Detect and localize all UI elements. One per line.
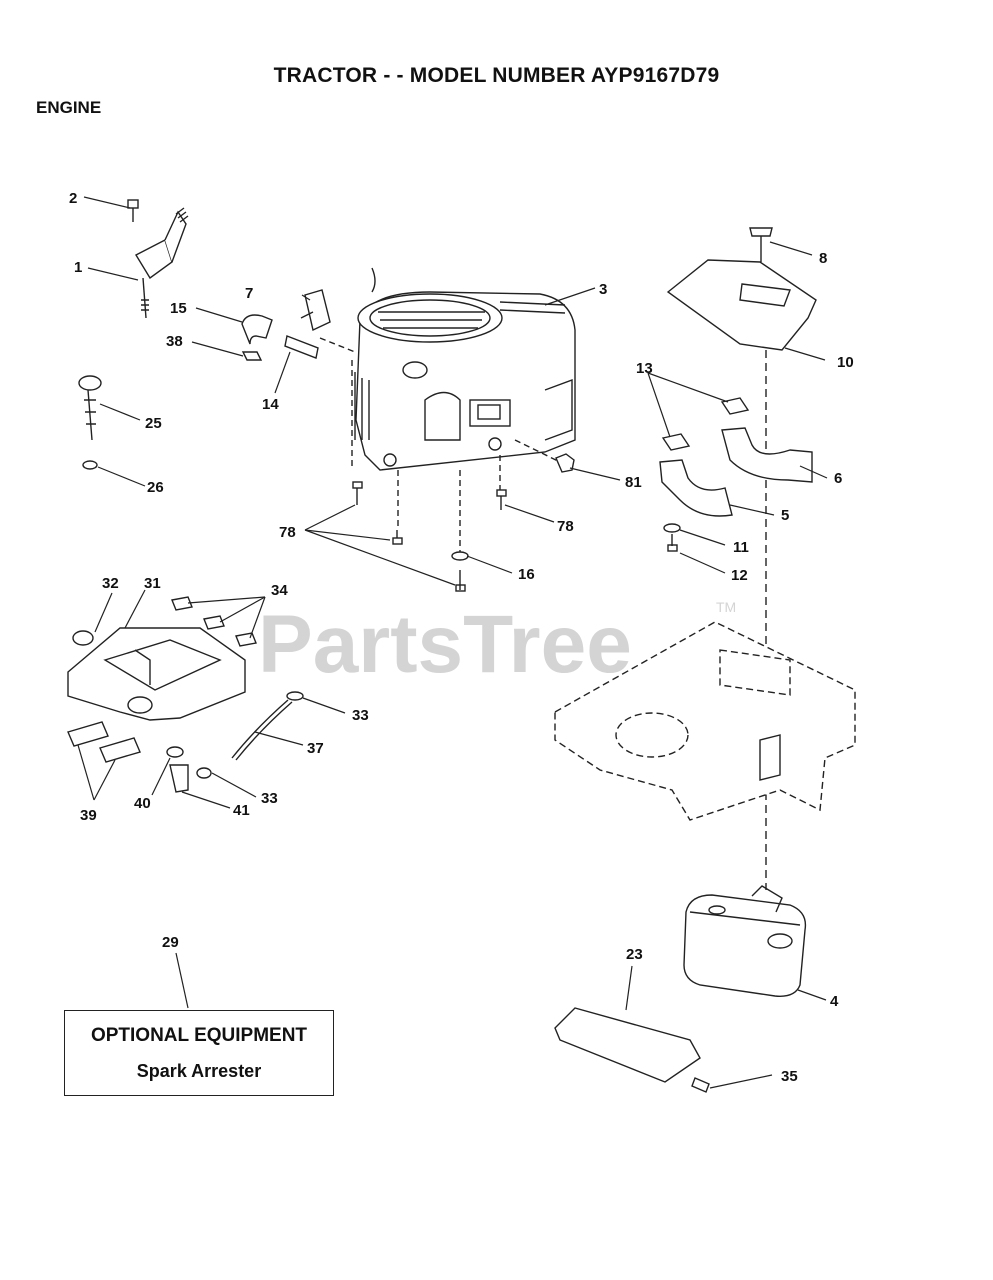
callout-5: 5 (781, 507, 789, 524)
callout-81: 81 (625, 474, 642, 491)
dipstick (78, 375, 102, 470)
callout-78-left: 78 (279, 524, 296, 541)
watermark-tm: TM (716, 599, 736, 615)
callout-16: 16 (518, 566, 535, 583)
callout-41: 41 (233, 802, 250, 819)
callout-13: 13 (636, 360, 653, 377)
callout-40: 40 (134, 795, 151, 812)
callout-39: 39 (80, 807, 97, 824)
callout-7: 7 (245, 285, 253, 302)
fuel-fittings (241, 289, 356, 361)
callout-31: 31 (144, 575, 161, 592)
callout-14: 14 (262, 396, 279, 413)
callout-15: 15 (170, 300, 187, 317)
callout-35: 35 (781, 1068, 798, 1085)
callout-11: 11 (733, 539, 749, 556)
callout-38: 38 (166, 333, 183, 350)
throttle-control (127, 199, 189, 319)
callout-34: 34 (271, 582, 288, 599)
watermark-text: PartsTree (258, 599, 632, 690)
muffler (683, 885, 807, 997)
callout-6: 6 (834, 470, 842, 487)
air-cleaner (67, 596, 304, 793)
engine (351, 267, 576, 552)
callout-26: 26 (147, 479, 164, 496)
exhaust-pipes (659, 397, 813, 552)
callout-78-right: 78 (557, 518, 574, 535)
callout-12: 12 (731, 567, 748, 584)
callout-23: 23 (626, 946, 643, 963)
callout-8: 8 (819, 250, 827, 267)
mounting-bolts (352, 453, 575, 592)
chassis-bracket (759, 734, 781, 781)
callout-32: 32 (102, 575, 119, 592)
heat-shield (666, 227, 817, 890)
callout-4: 4 (830, 993, 839, 1010)
spark-arrester-label: Spark Arrester (136, 1061, 262, 1081)
callout-1: 1 (74, 259, 82, 276)
optional-equipment-box: OPTIONAL EQUIPMENT Spark Arrester (64, 1010, 334, 1096)
callout-2: 2 (69, 190, 77, 207)
callout-37: 37 (307, 740, 324, 757)
callout-25: 25 (145, 415, 162, 432)
section-label: ENGINE (36, 98, 102, 117)
callout-29: 29 (162, 934, 179, 951)
muffler-guard (554, 1007, 710, 1093)
callout-33-upper: 33 (352, 707, 369, 724)
optional-equipment-title: OPTIONAL EQUIPMENT (90, 1025, 308, 1046)
page-title: TRACTOR - - MODEL NUMBER AYP9167D79 (273, 64, 720, 87)
callout-33-lower: 33 (261, 790, 278, 807)
callout-numbers: 1 2 3 4 5 6 7 8 10 11 12 13 14 15 16 23 … (69, 190, 854, 1085)
callout-10: 10 (837, 354, 854, 371)
callout-3: 3 (599, 281, 607, 298)
leader-lines (77, 196, 828, 1089)
